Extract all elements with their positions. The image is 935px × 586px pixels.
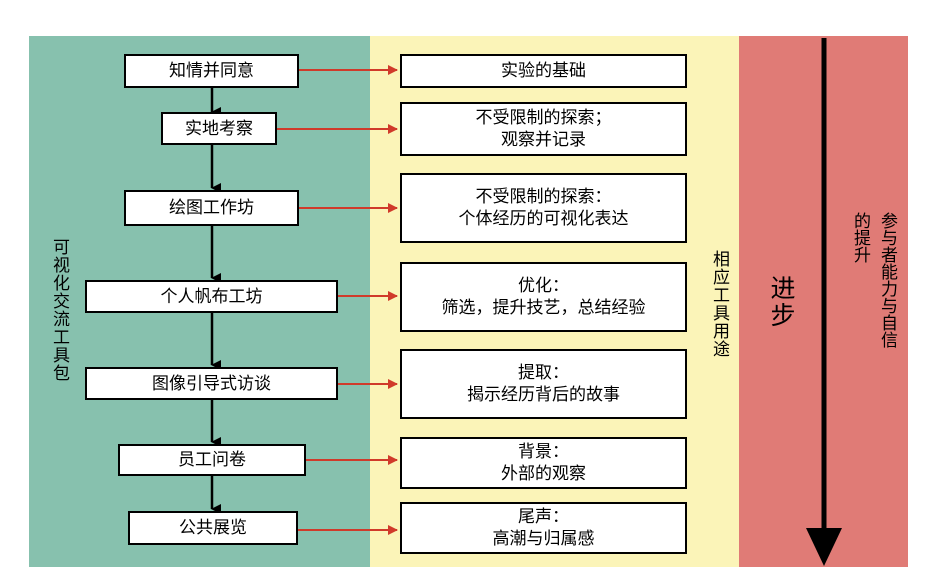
tool-label: 员工问卷 [178,450,246,470]
use-line: 不受限制的探索； [475,108,612,128]
use-line: 观察并记录 [501,130,586,150]
tool-box-field-visit: 实地考察 [161,112,277,145]
use-line: 实验的基础 [501,61,586,81]
tool-label: 知情并同意 [169,61,254,81]
use-line: 不受限制的探索： [475,187,612,207]
tool-label: 图像引导式访谈 [152,373,271,394]
use-box-1: 实验的基础 [400,54,687,88]
tool-box-public-exhibition: 公共展览 [128,511,298,545]
outcome-label-line-1: 参与者能力与自信 [877,212,897,348]
tool-label: 实地考察 [185,118,253,139]
progress-label: 进步 [767,275,796,329]
use-line: 外部的观察 [501,464,586,484]
toolkit-label: 可视化交流工具包 [49,238,69,382]
tool-label: 个人帆布工坊 [160,286,263,307]
tool-label: 绘图工作坊 [169,198,254,218]
tool-box-informed-consent: 知情并同意 [124,54,299,88]
use-line: 个体经历的可视化表达 [458,209,629,229]
outcome-label: 参与者能力与自信 的提升 [848,212,900,348]
tool-box-canvas-workshop: 个人帆布工坊 [85,280,338,313]
use-line: 优化： [518,276,569,296]
tool-box-staff-questionnaire: 员工问卷 [118,444,306,476]
usage-label: 相应工具用途 [709,250,729,358]
use-line: 尾声： [518,507,569,527]
use-line: 提取： [518,363,569,383]
connector-arrows [277,65,398,535]
use-line: 背景： [518,442,569,462]
tool-box-drawing-workshop: 绘图工作坊 [124,190,299,226]
use-line: 揭示经历背后的故事 [467,385,620,405]
use-box-5: 提取： 揭示经历背后的故事 [400,349,687,419]
tool-label: 公共展览 [179,518,247,538]
use-box-3: 不受限制的探索： 个体经历的可视化表达 [400,173,687,243]
progress-arrow [806,38,842,566]
use-box-7: 尾声： 高潮与归属感 [400,502,687,554]
outcome-label-line-2: 的提升 [850,212,870,263]
progress-arrow-head [806,528,842,566]
use-box-2: 不受限制的探索； 观察并记录 [400,102,687,156]
use-box-4: 优化： 筛选，提升技艺，总结经验 [400,262,687,332]
use-line: 筛选，提升技艺，总结经验 [441,298,646,318]
use-box-6: 背景： 外部的观察 [400,437,687,489]
use-line: 高潮与归属感 [492,529,595,549]
tool-box-photo-interview: 图像引导式访谈 [85,367,338,400]
